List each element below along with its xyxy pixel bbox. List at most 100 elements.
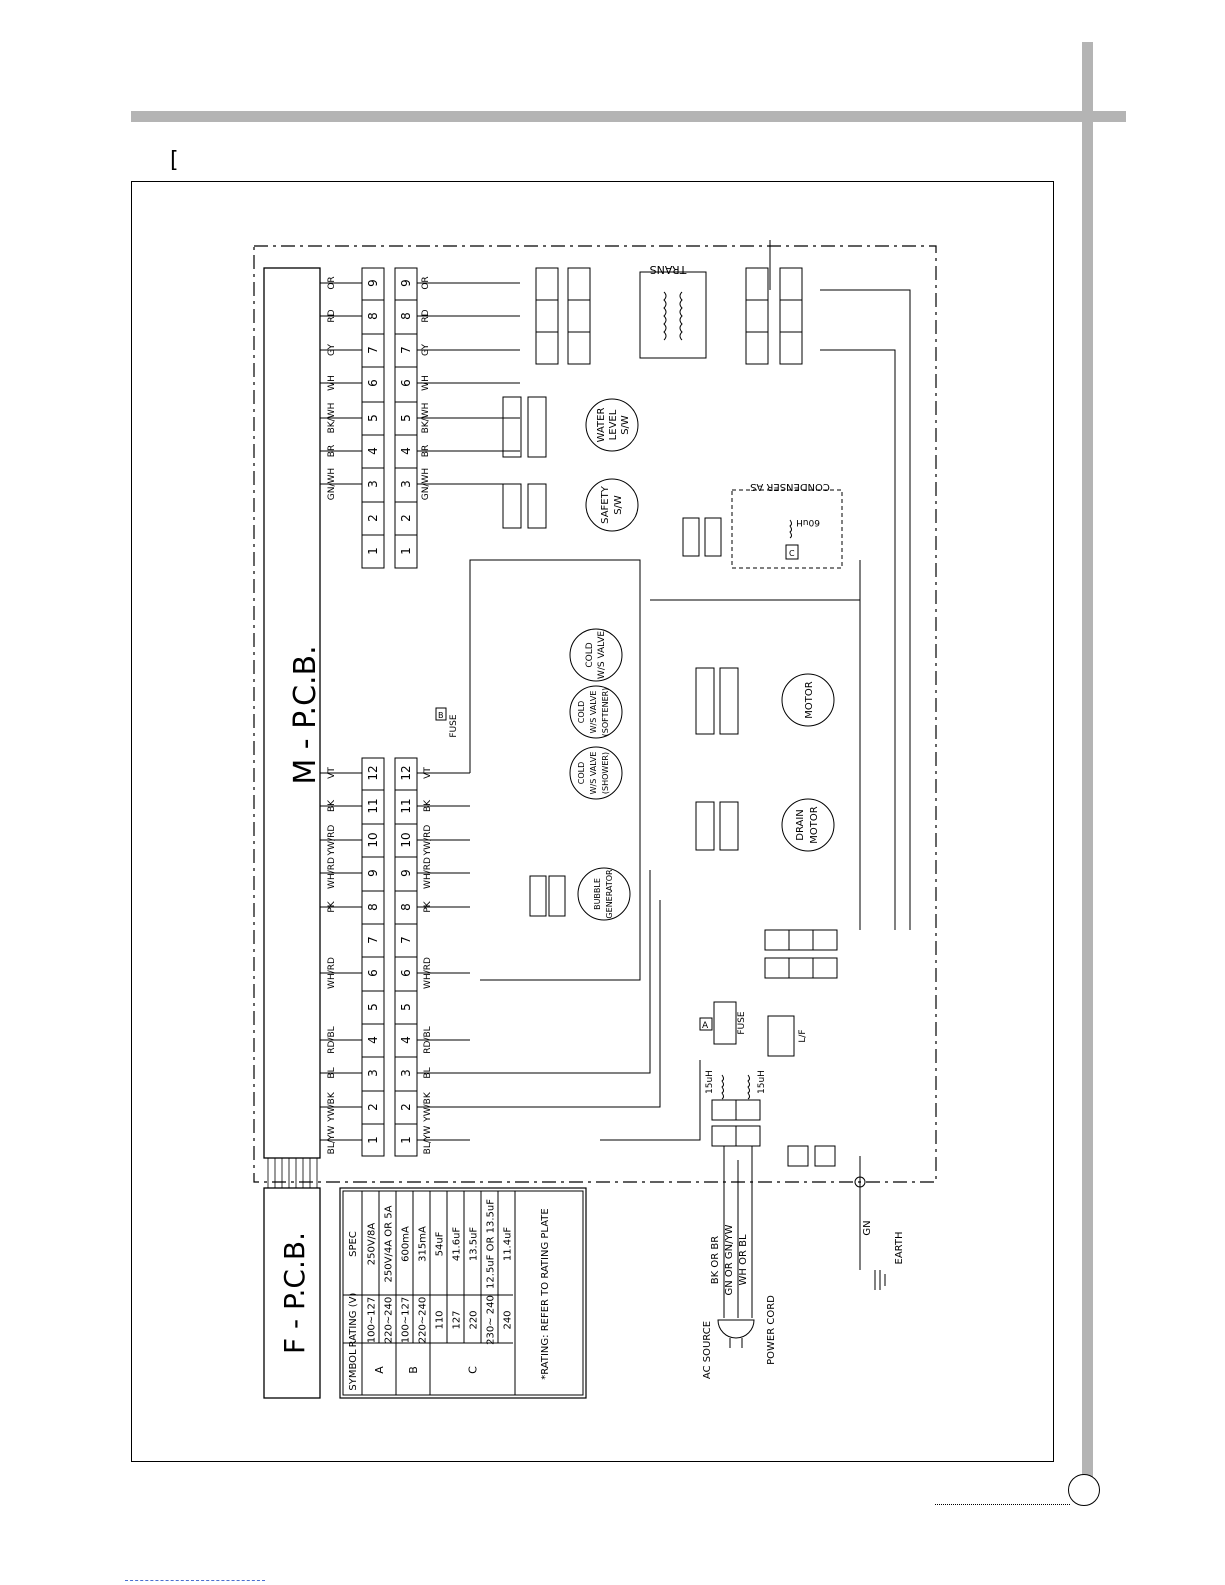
- rating-cell: 127: [452, 1310, 463, 1329]
- motor: MOTOR: [695, 667, 835, 735]
- svg-text:15uH: 15uH: [757, 1070, 767, 1094]
- svg-text:WATER: WATER: [596, 408, 607, 443]
- softener-valve: COLD W/S VALVE (SOFTENER): [569, 685, 623, 739]
- rating-cell: 110: [435, 1310, 446, 1329]
- fuse-a: A FUSE: [699, 1001, 747, 1045]
- footer-link-underline: [125, 1580, 265, 1581]
- pcb-connectors: [361, 267, 418, 1157]
- pin-number: 3: [399, 1069, 413, 1077]
- pin-number: 7: [366, 936, 380, 944]
- svg-text:A: A: [702, 1021, 709, 1031]
- pin-number: 8: [366, 312, 380, 320]
- pin-number: 3: [366, 480, 380, 488]
- svg-text:LEVEL: LEVEL: [608, 409, 619, 440]
- inductors-15uh: 15uH 15uH: [705, 1070, 767, 1100]
- pin-number: 11: [366, 798, 380, 813]
- svg-text:S/W: S/W: [620, 415, 631, 435]
- rating-cell: 100~127: [401, 1297, 412, 1344]
- svg-text:15uH: 15uH: [705, 1070, 715, 1094]
- condenser-assembly: CONDENSER AS 60uH C: [682, 481, 843, 569]
- svg-text:MOTOR: MOTOR: [809, 806, 820, 843]
- pin-number: 4: [399, 1036, 413, 1044]
- wire-label: BK: [327, 799, 337, 812]
- pin-number: 3: [399, 480, 413, 488]
- pin-number: 4: [399, 447, 413, 455]
- pin-number: 4: [366, 1036, 380, 1044]
- spec-cell: 600mA: [401, 1226, 412, 1262]
- trans-label: TRANS: [650, 263, 688, 276]
- f-pcb: F - P.C.B.: [263, 1187, 321, 1399]
- symbol-cell: B: [407, 1366, 420, 1374]
- svg-text:(SOFTENER): (SOFTENER): [601, 688, 610, 737]
- spec-cell: 13.5uF: [469, 1227, 480, 1262]
- pin-number: 1: [399, 547, 413, 555]
- table-note: *RATING: REFER TO RATING PLATE: [540, 1208, 551, 1379]
- rating-cell: 220: [469, 1310, 480, 1329]
- pin-number: 9: [366, 279, 380, 287]
- cold-valve: COLD W/S VALVE: [569, 628, 623, 682]
- spec-cell: 315mA: [418, 1226, 429, 1262]
- svg-text:60uH: 60uH: [796, 517, 820, 527]
- water-level-switch: WATER LEVEL S/W: [502, 396, 639, 458]
- pin-number: 10: [399, 832, 413, 847]
- pin-number: 5: [366, 414, 380, 422]
- bubble-generator: BUBBLE GENERATOR: [529, 867, 631, 921]
- rating-cell: 220~240: [418, 1297, 429, 1344]
- pin-number: 9: [366, 869, 380, 877]
- pin-number: 1: [366, 1136, 380, 1144]
- fuse-b: B FUSE: [435, 707, 459, 738]
- pin-number: 11: [399, 798, 413, 813]
- wire-label: PK: [327, 900, 337, 912]
- pin-number: 5: [399, 414, 413, 422]
- spec-cell: 250V/8A: [367, 1223, 378, 1266]
- pin-number: 7: [366, 346, 380, 354]
- pin-number: 5: [366, 1003, 380, 1011]
- spec-cell: 11.4uF: [503, 1227, 514, 1262]
- f-pcb-label: F - P.C.B.: [278, 1232, 311, 1354]
- svg-text:EARTH: EARTH: [894, 1231, 905, 1264]
- svg-text:POWER CORD: POWER CORD: [766, 1295, 777, 1365]
- wire-label: BK: [423, 799, 433, 812]
- page-number-circle: [1068, 1474, 1100, 1506]
- pin-number: 8: [399, 312, 413, 320]
- svg-text:S/W: S/W: [613, 495, 624, 515]
- svg-text:GN: GN: [862, 1220, 873, 1235]
- svg-text:MOTOR: MOTOR: [804, 681, 815, 718]
- m-pcb: M - P.C.B.: [263, 267, 323, 1188]
- pin-number: 1: [399, 1136, 413, 1144]
- svg-text:W/S VALVE: W/S VALVE: [589, 691, 598, 734]
- upper-connectors: TRANS: [535, 263, 803, 365]
- symbol-cell: A: [373, 1366, 386, 1374]
- table-header: SPEC: [348, 1231, 359, 1257]
- svg-text:COLD: COLD: [585, 642, 595, 667]
- svg-text:GN OR GN/YW: GN OR GN/YW: [724, 1224, 735, 1295]
- pin-number: 12: [366, 765, 380, 780]
- pin-number: 6: [399, 379, 413, 387]
- section-bracket: [: [170, 148, 179, 173]
- pin-number: 9: [399, 279, 413, 287]
- svg-text:BUBBLE: BUBBLE: [593, 878, 602, 910]
- table-header: SYMBOL: [348, 1349, 359, 1391]
- svg-text:C: C: [789, 549, 795, 558]
- earth-ground: GN EARTH: [854, 1156, 905, 1290]
- rating-cell: 230~ 240: [486, 1295, 497, 1345]
- pin-number: 12: [399, 765, 413, 780]
- pin-number: 6: [366, 379, 380, 387]
- line-filter: L/F: [767, 1015, 808, 1057]
- svg-text:AC SOURCE: AC SOURCE: [702, 1321, 713, 1379]
- wire-runs: [320, 240, 911, 1141]
- svg-text:COLD: COLD: [577, 762, 586, 785]
- condenser-label: CONDENSER AS: [750, 481, 830, 492]
- svg-text:GENERATOR: GENERATOR: [605, 869, 614, 919]
- side-rule: [1082, 42, 1093, 1502]
- pin-number: 9: [399, 869, 413, 877]
- pin-number: 6: [399, 969, 413, 977]
- power-cord: AC SOURCE POWER CORD BK OR BR GN OR GN/Y…: [702, 1146, 777, 1379]
- svg-text:(SHOWER): (SHOWER): [601, 752, 610, 794]
- pin-number: 2: [366, 1103, 380, 1111]
- footer-dotted-rule: [935, 1504, 1070, 1505]
- table-header: RATING (V): [348, 1293, 359, 1348]
